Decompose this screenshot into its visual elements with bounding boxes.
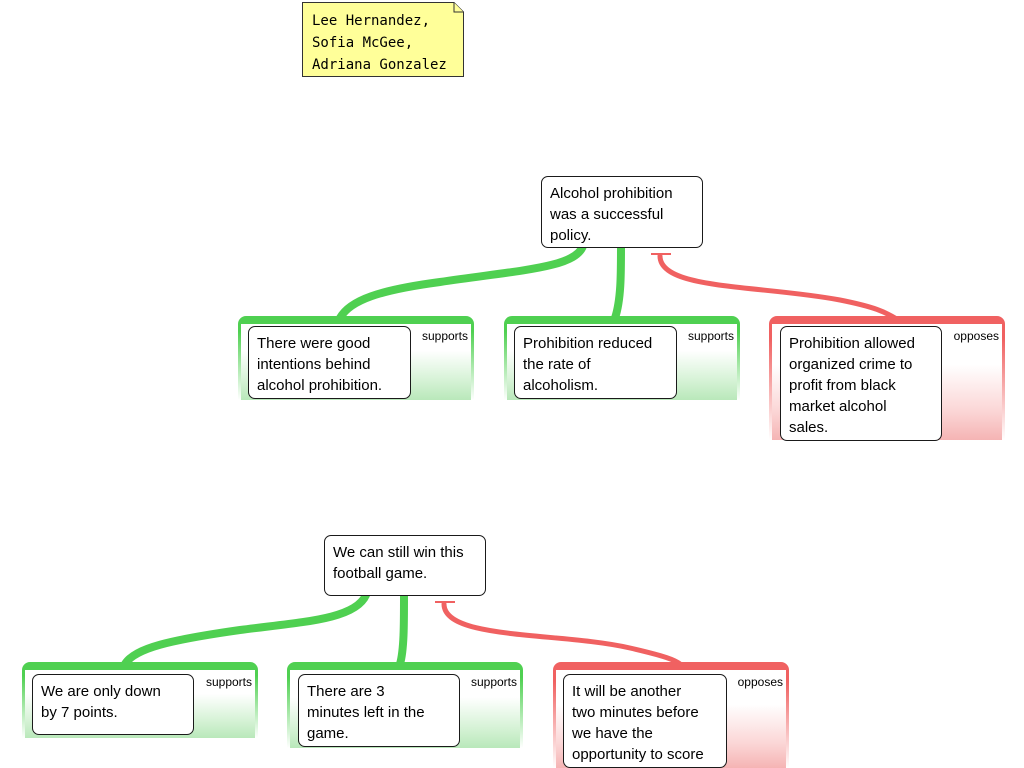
relation-label: supports <box>687 329 734 343</box>
claim-box[interactable]: Alcohol prohibition was a successful pol… <box>541 176 703 248</box>
premise-box[interactable]: We are only down by 7 points. <box>32 674 194 735</box>
premise-box[interactable]: There are 3 minutes left in the game. <box>298 674 460 747</box>
connector-supports <box>336 242 587 322</box>
sticky-note-shape <box>302 2 464 77</box>
relation-label: opposes <box>737 675 783 689</box>
author-names: Lee Hernandez, Sofia McGee, Adriana Gonz… <box>312 13 447 73</box>
connector-opposes <box>657 253 898 321</box>
connector-opposes <box>441 601 683 667</box>
relation-label: supports <box>470 675 517 689</box>
premise-box[interactable]: There were good intentions behind alcoho… <box>248 326 411 399</box>
premise-box[interactable]: Prohibition reduced the rate of alcoholi… <box>514 326 677 399</box>
author-sticky-note[interactable]: Lee Hernandez, Sofia McGee, Adriana Gonz… <box>302 2 464 77</box>
claim-box[interactable]: We can still win this football game. <box>324 535 486 596</box>
connector-supports <box>396 591 408 668</box>
premise-box[interactable]: It will be another two minutes before we… <box>563 674 727 768</box>
relation-label: supports <box>205 675 252 689</box>
premise-box[interactable]: Prohibition allowed organized crime to p… <box>780 326 942 441</box>
relation-label: supports <box>421 329 468 343</box>
connector-supports <box>121 591 370 668</box>
relation-label: opposes <box>953 329 999 343</box>
connector-supports <box>611 242 625 322</box>
